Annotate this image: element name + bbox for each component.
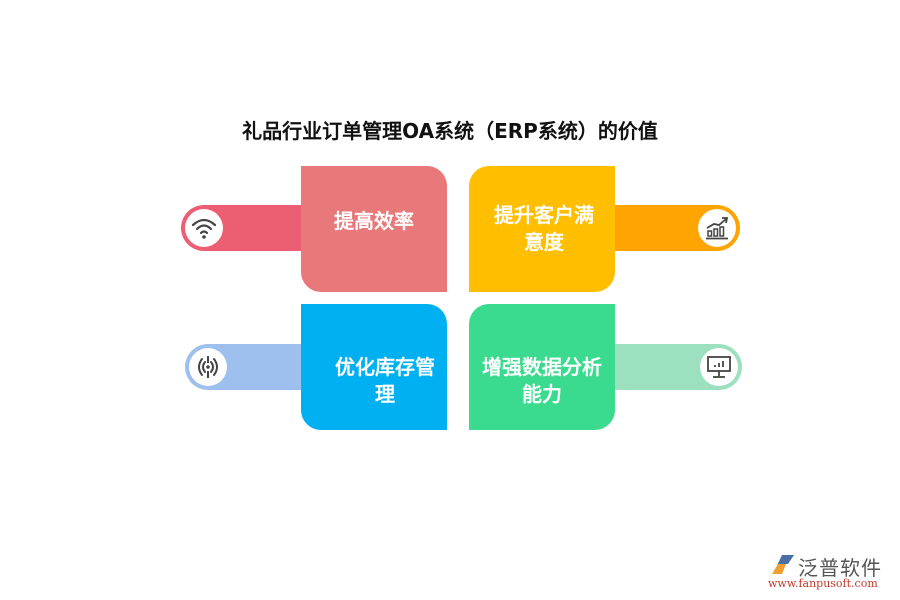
growth-chart-icon: [698, 209, 736, 247]
connector-bar-satisfaction: [611, 205, 740, 251]
card-label: 增强数据分析能力: [482, 355, 602, 406]
card-label: 优化库存管理: [335, 355, 435, 406]
fanpu-logo: 泛普软件 www.fanpusoft.com: [768, 552, 893, 594]
logo-name: 泛普软件: [798, 556, 882, 580]
logo-mark-icon: [772, 555, 794, 574]
logo-url: www.fanpusoft.com: [768, 577, 878, 590]
connector-bar-efficiency: [181, 205, 305, 251]
value-card-inventory: 优化库存管理: [301, 304, 447, 430]
broadcast-icon: [189, 348, 227, 386]
value-card-satisfaction: 提升客户满意度: [469, 166, 615, 292]
connector-bar-inventory: [185, 344, 305, 390]
value-card-analytics: 增强数据分析能力: [469, 304, 615, 430]
wifi-icon: [185, 209, 223, 247]
monitor-chart-icon: [700, 348, 738, 386]
card-label: 提高效率: [334, 209, 414, 233]
card-label: 提升客户满意度: [494, 203, 594, 254]
connector-bar-analytics: [611, 344, 742, 390]
value-card-efficiency: 提高效率: [301, 166, 447, 292]
page-title: 礼品行业订单管理OA系统（ERP系统）的价值: [242, 119, 658, 143]
